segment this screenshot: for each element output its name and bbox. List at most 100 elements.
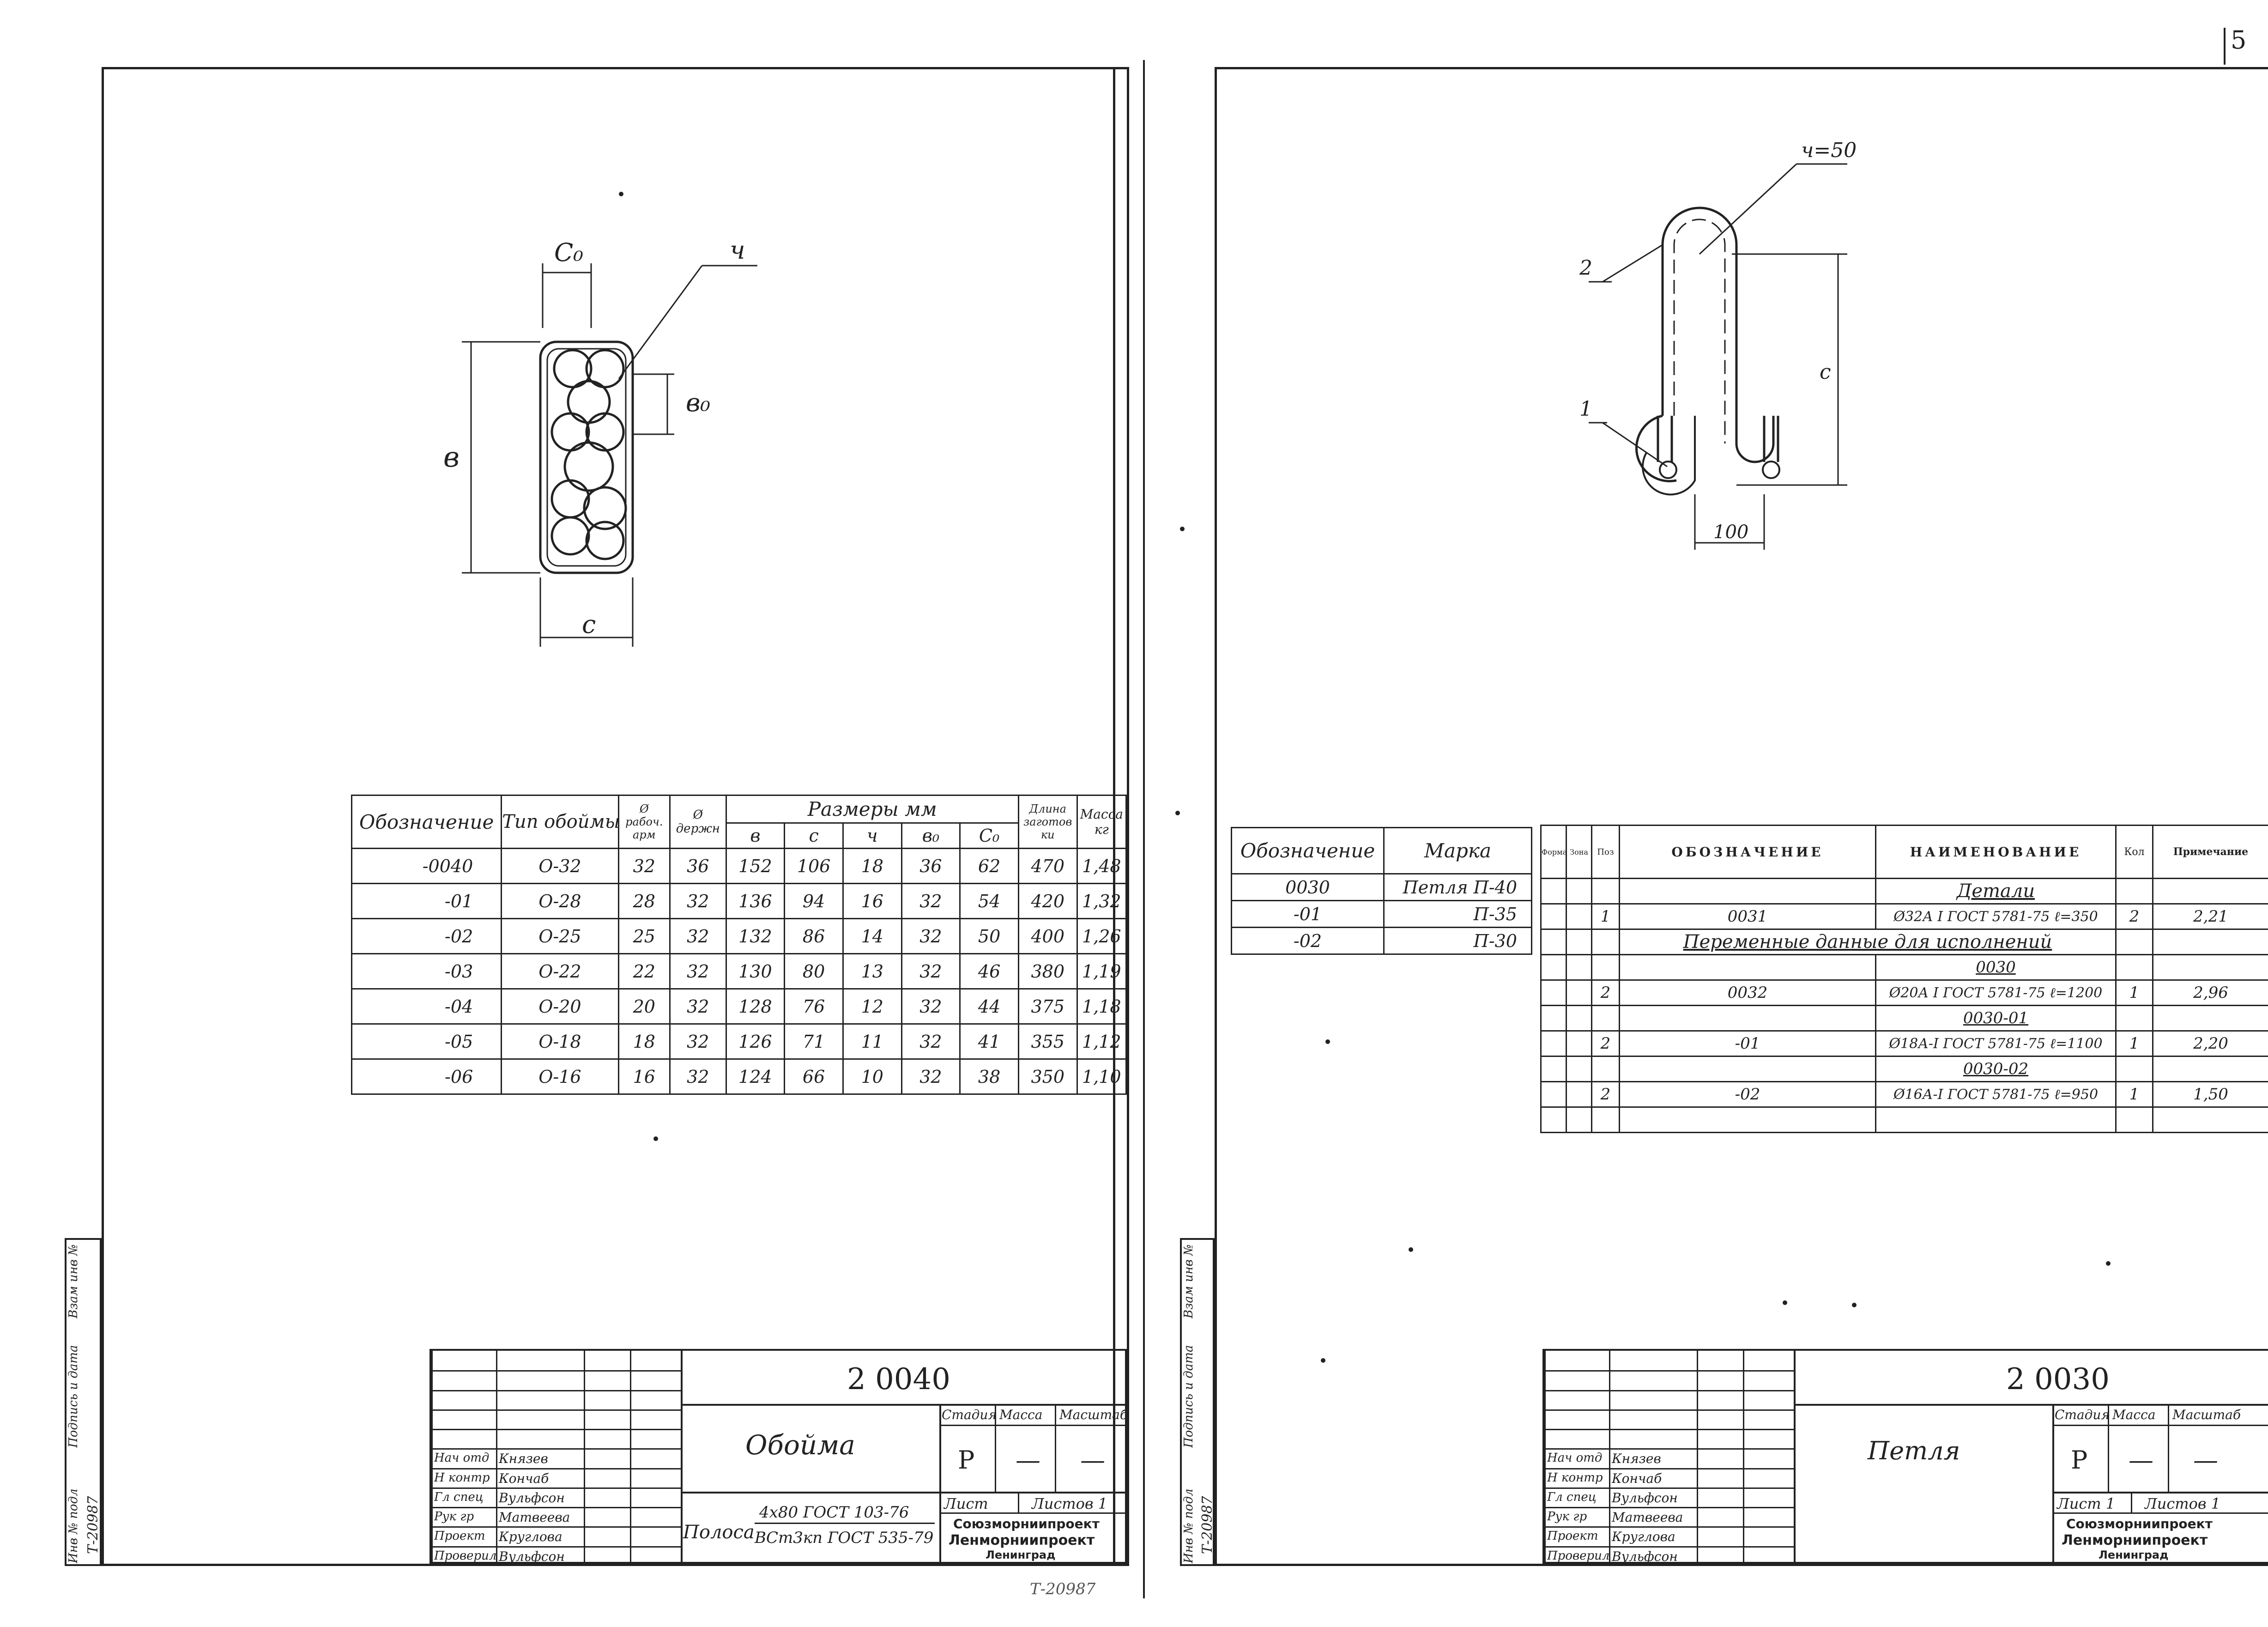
header-sub: ч — [842, 822, 902, 849]
header-sub: в₀ — [901, 822, 961, 849]
table-cell: 1,48 — [1076, 848, 1127, 884]
table-cell: -04 — [351, 988, 502, 1025]
dim-label-r50: ч=50 — [1801, 139, 1857, 162]
table-cell: 32 — [669, 918, 727, 954]
table-cell: -02 — [351, 918, 502, 954]
left-sheet-frame — [102, 67, 1129, 1566]
spec-name: Ø16А-I ГОСТ 5781-75 ℓ=950 — [1875, 1081, 2117, 1108]
people-role: Н контр — [434, 1471, 490, 1485]
spec-header-oboznachenie: ОБОЗНАЧЕНИЕ — [1619, 825, 1876, 879]
spec-note: 1,50 — [2152, 1081, 2268, 1108]
table-cell: -02 — [1231, 927, 1385, 955]
spec-qty: 2 — [2115, 903, 2153, 930]
table-cell: -05 — [351, 1023, 502, 1060]
list-label: Лист 1 — [2057, 1495, 2116, 1512]
table-cell: 130 — [725, 953, 786, 990]
people-role: Гл спец — [434, 1490, 484, 1504]
scan-speck — [1852, 1303, 1857, 1307]
stamp-number: Т-20987 — [1199, 1496, 1216, 1554]
spec-qty: 1 — [2115, 1030, 2153, 1057]
loop-drawing: ч=50 2 1 с 100 — [1579, 139, 1857, 550]
material-top: 4х80 ГОСТ 103-76 — [759, 1503, 909, 1522]
table-cell: 106 — [784, 848, 844, 884]
table-cell: 32 — [901, 883, 961, 919]
title-name: Обойма — [745, 1429, 855, 1461]
table-cell: 124 — [725, 1058, 786, 1095]
stamp-podpis: Подпись и дата — [1182, 1345, 1196, 1448]
massa-value: — — [1016, 1445, 1040, 1475]
table-cell: 94 — [784, 883, 844, 919]
right-sheet-frame — [1215, 67, 2268, 1566]
bar-circle — [550, 412, 590, 452]
pos-label-1: 1 — [1579, 397, 1592, 421]
people-role: Проект — [434, 1529, 485, 1543]
spec-qty: 1 — [2115, 979, 2153, 1006]
right-title-block: 2 0030 Петля Стадия Масса Масштаб Р — — … — [1542, 1349, 2268, 1566]
table-cell: 13 — [842, 953, 902, 990]
sub-0030-01: 0030-01 — [1875, 1005, 2117, 1032]
table-cell: О-20 — [501, 988, 619, 1025]
header-d-derzh: Ø держн — [669, 795, 727, 849]
table-cell: 32 — [901, 953, 961, 990]
bar-circle — [550, 516, 590, 556]
masshtab-label: Масштаб — [1059, 1407, 1128, 1422]
scan-speck — [1321, 1358, 1325, 1363]
table-cell: 375 — [1017, 988, 1078, 1025]
spec-note: 2,96 — [2152, 979, 2268, 1006]
table-cell: 420 — [1017, 883, 1078, 919]
people-role: Нач отд — [1547, 1451, 1603, 1465]
table-cell: -01 — [1231, 900, 1385, 928]
stadia-value: Р — [2071, 1445, 2088, 1475]
table-cell: 62 — [959, 848, 1019, 884]
stamp-vzam: Взам инв № — [1182, 1244, 1196, 1318]
table-cell: 14 — [842, 918, 902, 954]
spec-name: Ø32А I ГОСТ 5781-75 ℓ=350 — [1875, 903, 2117, 930]
people-name: Князев — [499, 1451, 548, 1466]
people-name: Вульфсон — [499, 1549, 565, 1564]
table-cell: О-22 — [501, 953, 619, 990]
sub-0030-02: 0030-02 — [1875, 1056, 2117, 1082]
mark-header-oboznachenie: Обозначение — [1231, 827, 1385, 874]
table-cell: 32 — [669, 988, 727, 1025]
header-razmery: Размеры мм — [725, 795, 1019, 824]
table-cell: О-32 — [501, 848, 619, 884]
masshtab-value: — — [2193, 1445, 2218, 1475]
scan-speck — [1783, 1300, 1787, 1305]
table-cell: -06 — [351, 1058, 502, 1095]
people-role: Проверил — [434, 1549, 497, 1563]
table-cell: 54 — [959, 883, 1019, 919]
bar-circle — [563, 441, 614, 492]
dim-label-c: с — [582, 610, 596, 639]
table-cell: П-30 — [1383, 927, 1532, 955]
table-cell: 18 — [842, 848, 902, 884]
spec-designation: 0031 — [1619, 903, 1876, 930]
scan-speck — [1180, 527, 1185, 531]
sheet-separator — [1143, 60, 1145, 1598]
table-cell: 18 — [617, 1023, 671, 1060]
table-cell: 16 — [842, 883, 902, 919]
table-cell: 136 — [725, 883, 786, 919]
sub-0030: 0030 — [1875, 954, 2117, 981]
dim-label-c: с — [1820, 360, 1831, 384]
dim-label-r: ч — [730, 236, 745, 265]
left-bottom-number: Т-20987 — [1030, 1580, 1096, 1598]
table-cell: 470 — [1017, 848, 1078, 884]
table-cell: О-18 — [501, 1023, 619, 1060]
clamp-spec-table: Обозначение Тип обоймы Ø рабоч. арм Ø де… — [351, 795, 1127, 1095]
clamp-outer-contour — [539, 340, 634, 574]
people-name: Круглова — [499, 1529, 562, 1544]
material-bottom: ВСт3кп ГОСТ 535-79 — [755, 1529, 934, 1547]
spec-header-format: Формат — [1540, 825, 1567, 879]
spec-pos: 2 — [1591, 1030, 1620, 1057]
table-cell: 16 — [617, 1058, 671, 1095]
scan-speck — [619, 192, 623, 196]
spec-header-primechanie: Примечание — [2152, 825, 2268, 879]
